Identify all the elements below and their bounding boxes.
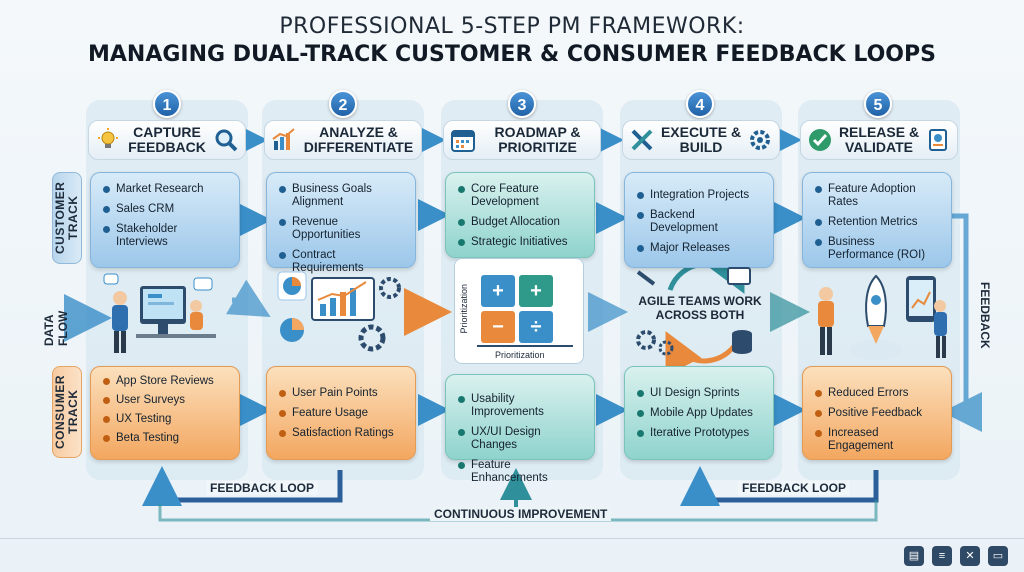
calendar-icon xyxy=(451,130,475,152)
title-line-2: MANAGING DUAL-TRACK CUSTOMER & CONSUMER … xyxy=(88,42,936,67)
list-item: Retention Metrics xyxy=(815,216,943,229)
agile-icons xyxy=(636,267,752,356)
feedback-loop-right-label: FEEDBACK LOOP xyxy=(738,481,851,495)
consumer-track-label: CONSUMER TRACK xyxy=(52,366,82,458)
step-4-customer-box: Integration Projects Backend Development… xyxy=(624,172,774,268)
step-4-header: EXECUTE & BUILD xyxy=(622,120,780,160)
list-item: App Store Reviews xyxy=(103,375,231,388)
list-item: Core Feature Development xyxy=(458,183,586,209)
step-4-badge: 4 xyxy=(686,90,714,118)
list-item: UI Design Sprints xyxy=(637,387,765,400)
footer-divider xyxy=(0,538,1024,539)
step-5-title: RELEASE & VALIDATE xyxy=(838,124,920,155)
person-at-computer-illustration xyxy=(103,273,216,353)
magnifier-icon xyxy=(215,129,238,152)
feedback-side-label: FEEDBACK xyxy=(978,281,992,349)
step-4-consumer-box: UI Design Sprints Mobile App Updates Ite… xyxy=(624,366,774,460)
data-flow-label: DATA FLOW xyxy=(42,310,70,346)
list-item: Business Goals Alignment xyxy=(279,183,407,209)
step-1-badge: 1 xyxy=(153,90,181,118)
list-item: Increased Engagement xyxy=(815,427,943,453)
list-item: Integration Projects xyxy=(637,189,765,202)
feedback-loop-left-label: FEEDBACK LOOP xyxy=(206,481,319,495)
step-5-badge: 5 xyxy=(864,90,892,118)
list-item: Sales CRM xyxy=(103,203,231,216)
step-3-header: ROADMAP & PRIORITIZE xyxy=(443,120,601,160)
list-item: UX Testing xyxy=(103,413,231,426)
step-5-customer-box: Feature Adoption Rates Retention Metrics… xyxy=(802,172,952,268)
list-item: Reduced Errors xyxy=(815,387,943,400)
step-2-customer-box: Business Goals Alignment Revenue Opportu… xyxy=(266,172,416,274)
list-item: Feature Enhancements xyxy=(458,459,586,485)
step-1-title: CAPTURE FEEDBACK xyxy=(128,124,206,155)
step-4-title: EXECUTE & BUILD xyxy=(660,124,742,155)
gear-icon xyxy=(750,130,770,150)
matrix-y-label: Prioritization xyxy=(459,284,469,334)
step-2-header: ANALYZE & DIFFERENTIATE xyxy=(264,120,422,160)
launch-illustration xyxy=(818,274,947,360)
list-item: Strategic Initiatives xyxy=(458,236,586,249)
step-1-customer-box: Market Research Sales CRM Stakeholder In… xyxy=(90,172,240,268)
list-item: Beta Testing xyxy=(103,432,231,445)
list-item: Feature Adoption Rates xyxy=(815,183,943,209)
list-item: User Pain Points xyxy=(279,387,407,400)
chart-icon: ▤ xyxy=(904,546,924,566)
analytics-dashboard-illustration xyxy=(277,271,401,352)
prioritization-matrix: Prioritization + + − ÷ Prioritization xyxy=(454,258,584,364)
lightbulb-icon xyxy=(98,128,118,148)
matrix-cell: + xyxy=(481,275,515,307)
list-item: Major Releases xyxy=(637,242,765,255)
list-item: User Surveys xyxy=(103,394,231,407)
list-item: Budget Allocation xyxy=(458,216,586,229)
analytics-chart-icon xyxy=(272,128,295,150)
step-2-badge: 2 xyxy=(329,90,357,118)
step-5-consumer-box: Reduced Errors Positive Feedback Increas… xyxy=(802,366,952,460)
step-1-header: CAPTURE FEEDBACK xyxy=(88,120,246,160)
list-item: Contract Requirements xyxy=(279,249,407,275)
document-icon: ≡ xyxy=(932,546,952,566)
list-item: Backend Development xyxy=(637,209,765,235)
list-item: Mobile App Updates xyxy=(637,407,765,420)
list-item: Business Performance (ROI) xyxy=(815,236,943,262)
step-3-consumer-box: Usability Improvements UX/UI Design Chan… xyxy=(445,374,595,484)
title-line-1: PROFESSIONAL 5-STEP PM FRAMEWORK: xyxy=(279,14,745,39)
matrix-x-label: Prioritization xyxy=(495,350,545,360)
step-3-customer-box: Core Feature Development Budget Allocati… xyxy=(445,172,595,258)
matrix-cell: + xyxy=(519,275,553,307)
list-item: UX/UI Design Changes xyxy=(458,426,586,452)
matrix-cell: − xyxy=(481,311,515,343)
continuous-improvement-label: CONTINUOUS IMPROVEMENT xyxy=(430,507,612,521)
list-item: Satisfaction Ratings xyxy=(279,427,407,440)
list-item: Feature Usage xyxy=(279,407,407,420)
customer-track-label: CUSTOMER TRACK xyxy=(52,172,82,264)
monitor-icon: ▭ xyxy=(988,546,1008,566)
tools-icon xyxy=(631,129,653,151)
checkmark-icon xyxy=(809,129,831,151)
step-2-title: ANALYZE & DIFFERENTIATE xyxy=(303,124,414,155)
step-5-header: RELEASE & VALIDATE xyxy=(800,120,958,160)
tools-icon: ✕ xyxy=(960,546,980,566)
list-item: Revenue Opportunities xyxy=(279,216,407,242)
report-icon xyxy=(929,129,947,151)
list-item: Iterative Prototypes xyxy=(637,427,765,440)
step-2-consumer-box: User Pain Points Feature Usage Satisfact… xyxy=(266,366,416,460)
list-item: Usability Improvements xyxy=(458,393,586,419)
list-item: Positive Feedback xyxy=(815,407,943,420)
list-item: Stakeholder Interviews xyxy=(103,223,231,249)
list-item: Market Research xyxy=(103,183,231,196)
matrix-cell: ÷ xyxy=(519,311,553,343)
agile-teams-text: AGILE TEAMS WORK ACROSS BOTH xyxy=(638,294,762,322)
step-3-badge: 3 xyxy=(508,90,536,118)
step-3-title: ROADMAP & PRIORITIZE xyxy=(494,124,581,155)
step-1-consumer-box: App Store Reviews User Surveys UX Testin… xyxy=(90,366,240,460)
